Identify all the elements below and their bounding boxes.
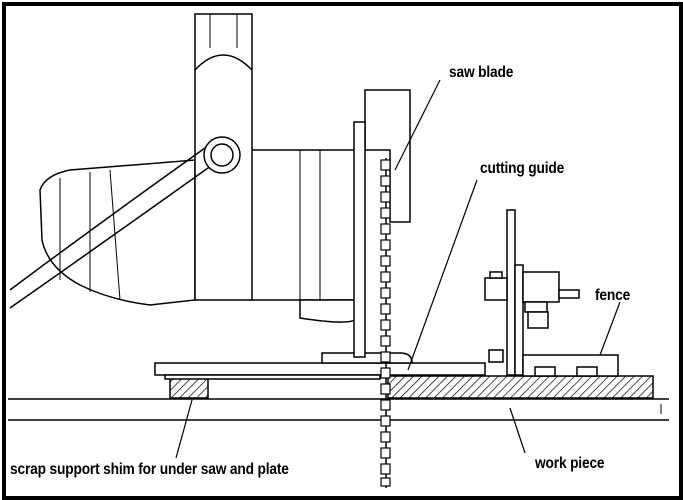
work-piece-label: work piece bbox=[535, 455, 605, 472]
saw-blade bbox=[380, 158, 391, 488]
blade-guard bbox=[353, 89, 411, 358]
fence-assembly bbox=[484, 209, 619, 377]
scrap-support-shim bbox=[169, 377, 209, 399]
leader-lines bbox=[175, 79, 621, 459]
fence-label: fence bbox=[595, 287, 631, 304]
work-piece bbox=[8, 398, 669, 421]
cutting-guide-label: cutting guide bbox=[480, 160, 565, 177]
scrap-shim-label: scrap support shim for under saw and pla… bbox=[10, 461, 289, 478]
cutting-guide bbox=[387, 375, 654, 399]
saw-base-plate bbox=[154, 352, 486, 380]
power-cord bbox=[9, 136, 241, 309]
saw-motor-housing bbox=[39, 149, 356, 323]
saw-blade-label: saw blade bbox=[449, 64, 514, 81]
